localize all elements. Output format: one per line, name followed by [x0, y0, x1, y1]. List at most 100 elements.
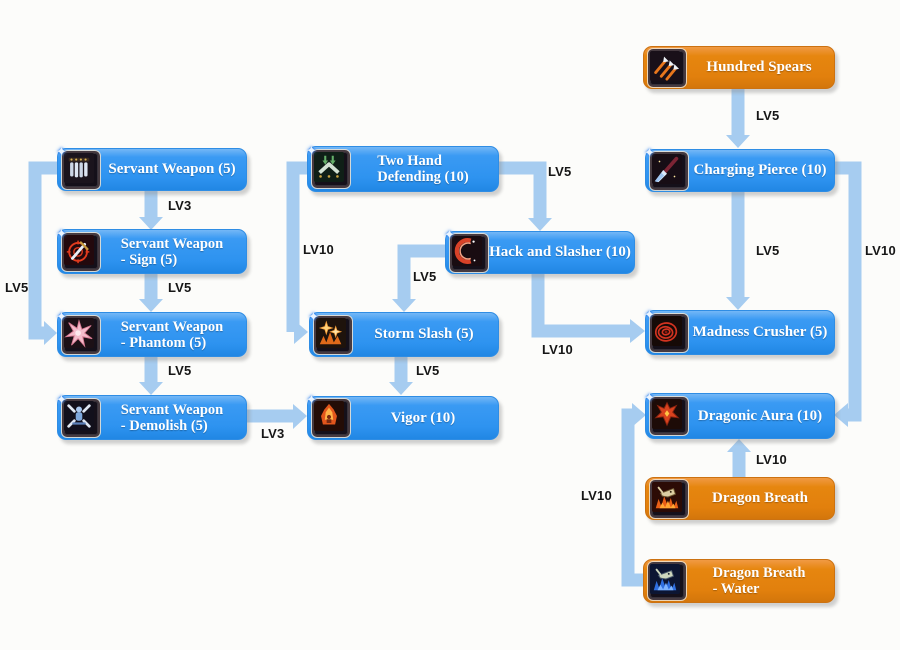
upgrade-plus-icon: [644, 391, 655, 404]
skill-node-label-wrap: Vigor (10): [350, 410, 498, 427]
edge-label-lv5: LV5: [168, 363, 192, 378]
edge-label-lv10: LV10: [303, 242, 334, 257]
upgrade-plus-icon: [56, 393, 67, 406]
arrowhead-sign-to-phantom: [139, 299, 163, 312]
skill-node-label-wrap: Servant Weapon (5): [100, 161, 246, 178]
skill-node-label: - Demolish (5): [120, 417, 208, 434]
connector-hack-and-slasher-to-storm-slash: [397, 244, 445, 300]
madness-crusher-icon: [650, 313, 688, 352]
upgrade-plus-icon: [308, 310, 319, 323]
arrowhead-servant-weapon-to-sign: [139, 217, 163, 230]
edge-label-lv5: LV5: [168, 280, 192, 295]
two-hand-defending-icon: [312, 150, 350, 188]
skill-node-label-wrap: Dragonic Aura (10): [688, 408, 834, 425]
arrowhead-two-hand-defending-to-storm-slash: [294, 320, 308, 344]
dragon-breath-water-icon: [648, 562, 686, 600]
servant-weapon-sign-icon: [62, 232, 100, 271]
upgrade-plus-icon: [306, 144, 317, 157]
skill-node-madness-crusher[interactable]: Madness Crusher (5): [645, 310, 835, 355]
edge-label-lv10: LV10: [581, 488, 612, 503]
skill-node-label-wrap: Servant Weapon- Sign (5): [100, 236, 246, 268]
skill-node-dragon-breath[interactable]: Dragon Breath: [645, 477, 835, 520]
skill-node-servant-weapon-phantom[interactable]: Servant Weapon- Phantom (5): [57, 312, 247, 357]
connector-servant-weapon-to-phantom: [28, 161, 57, 340]
skill-node-label: Dragon Breath: [712, 565, 806, 581]
skill-node-label-wrap: Servant Weapon- Phantom (5): [100, 319, 246, 351]
hack-and-slasher-icon: [450, 233, 488, 272]
skill-node-label-wrap: Hack and Slasher (10): [488, 244, 634, 261]
skill-node-label: Vigor (10): [390, 409, 456, 426]
upgrade-plus-icon: [56, 227, 67, 240]
arrowhead-hack-and-slasher-to-storm-slash: [392, 299, 416, 312]
skill-node-label: Charging Pierce (10): [693, 162, 827, 178]
servant-weapon-demolish-icon: [62, 398, 100, 437]
connector-hack-and-slasher-to-madness-crusher: [531, 272, 631, 338]
arrowhead-dragon-breath-to-dragonic-aura: [727, 439, 751, 452]
skill-node-hundred-spears[interactable]: Hundred Spears: [643, 46, 835, 89]
upgrade-plus-icon: [56, 145, 67, 158]
skill-node-servant-weapon-demolish[interactable]: Servant Weapon- Demolish (5): [57, 395, 247, 440]
arrowhead-charging-pierce-to-madness-crusher: [726, 297, 750, 310]
skill-node-label-wrap: Madness Crusher (5): [688, 324, 834, 341]
skill-node-dragon-breath-water[interactable]: Dragon Breath- Water: [643, 559, 835, 603]
edge-label-lv10: LV10: [542, 342, 573, 357]
skill-node-servant-weapon[interactable]: Servant Weapon (5): [57, 148, 247, 191]
skill-node-label: Hundred Spears: [706, 59, 812, 75]
dragon-breath-icon: [650, 479, 688, 518]
skill-node-label: Dragonic Aura (10): [697, 407, 823, 424]
edge-label-lv5: LV5: [756, 108, 780, 123]
storm-slash-icon: [314, 315, 352, 354]
edge-label-lv10: LV10: [865, 243, 896, 258]
skill-node-label-wrap: Hundred Spears: [686, 59, 834, 76]
edge-label-lv10: LV10: [756, 452, 787, 467]
skill-node-charging-pierce[interactable]: Charging Pierce (10): [645, 149, 835, 192]
edge-label-lv3: LV3: [168, 198, 192, 213]
hundred-spears-icon: [648, 48, 686, 87]
skill-node-vigor[interactable]: Vigor (10): [307, 396, 499, 440]
upgrade-plus-icon: [306, 393, 317, 406]
edge-label-lv5: LV5: [416, 363, 440, 378]
skill-node-label: Hack and Slasher (10): [489, 244, 631, 260]
skill-node-storm-slash[interactable]: Storm Slash (5): [309, 312, 499, 357]
arrowhead-dragon-breath-water-to-dragonic-aura: [632, 403, 646, 427]
arrowhead-phantom-to-demolish: [139, 382, 163, 395]
skill-node-label: - Sign (5): [120, 251, 178, 268]
skill-node-label: Two Hand: [377, 153, 442, 169]
arrowhead-storm-slash-to-vigor: [389, 382, 413, 395]
connector-charging-pierce-to-dragonic-aura: [833, 161, 862, 422]
upgrade-plus-icon: [56, 310, 67, 323]
arrowhead-two-hand-defending-to-hack-and-slasher: [528, 218, 552, 231]
skill-node-label-wrap: Charging Pierce (10): [688, 162, 834, 179]
skill-node-label: - Phantom (5): [120, 334, 207, 351]
arrowhead-demolish-to-vigor: [293, 404, 307, 429]
arrowhead-charging-pierce-to-dragonic-aura: [834, 403, 848, 427]
arrowhead-hack-and-slasher-to-madness-crusher: [630, 319, 645, 343]
connector-dragon-breath-water-to-dragonic-aura: [621, 408, 643, 587]
skill-node-hack-and-slasher[interactable]: Hack and Slasher (10): [445, 231, 635, 274]
skill-node-label: Dragon Breath: [712, 490, 808, 506]
edge-label-lv3: LV3: [261, 426, 285, 441]
arrowhead-servant-weapon-to-phantom: [44, 321, 57, 345]
servant-weapon-phantom-icon: [62, 315, 100, 354]
skill-node-label: Servant Weapon: [120, 235, 224, 252]
skill-node-label: Servant Weapon: [120, 318, 224, 335]
edge-label-lv5: LV5: [5, 280, 29, 295]
skill-node-label-wrap: Storm Slash (5): [352, 326, 498, 343]
upgrade-plus-icon: [644, 308, 655, 321]
skill-node-label-wrap: Dragon Breath- Water: [686, 565, 834, 597]
edge-label-lv5: LV5: [548, 164, 572, 179]
skill-node-label: Storm Slash (5): [374, 326, 474, 342]
skill-node-dragonic-aura[interactable]: Dragonic Aura (10): [645, 393, 835, 439]
skill-node-servant-weapon-sign[interactable]: Servant Weapon- Sign (5): [57, 229, 247, 274]
skill-node-label: Servant Weapon: [120, 401, 224, 418]
dragonic-aura-icon: [650, 397, 688, 435]
upgrade-plus-icon: [644, 146, 655, 159]
skill-node-label: Servant Weapon (5): [108, 161, 236, 177]
skill-node-label-wrap: Dragon Breath: [688, 490, 834, 507]
charging-pierce-icon: [650, 151, 688, 190]
edge-label-lv5: LV5: [413, 269, 437, 284]
skill-node-label: Madness Crusher (5): [692, 324, 828, 340]
